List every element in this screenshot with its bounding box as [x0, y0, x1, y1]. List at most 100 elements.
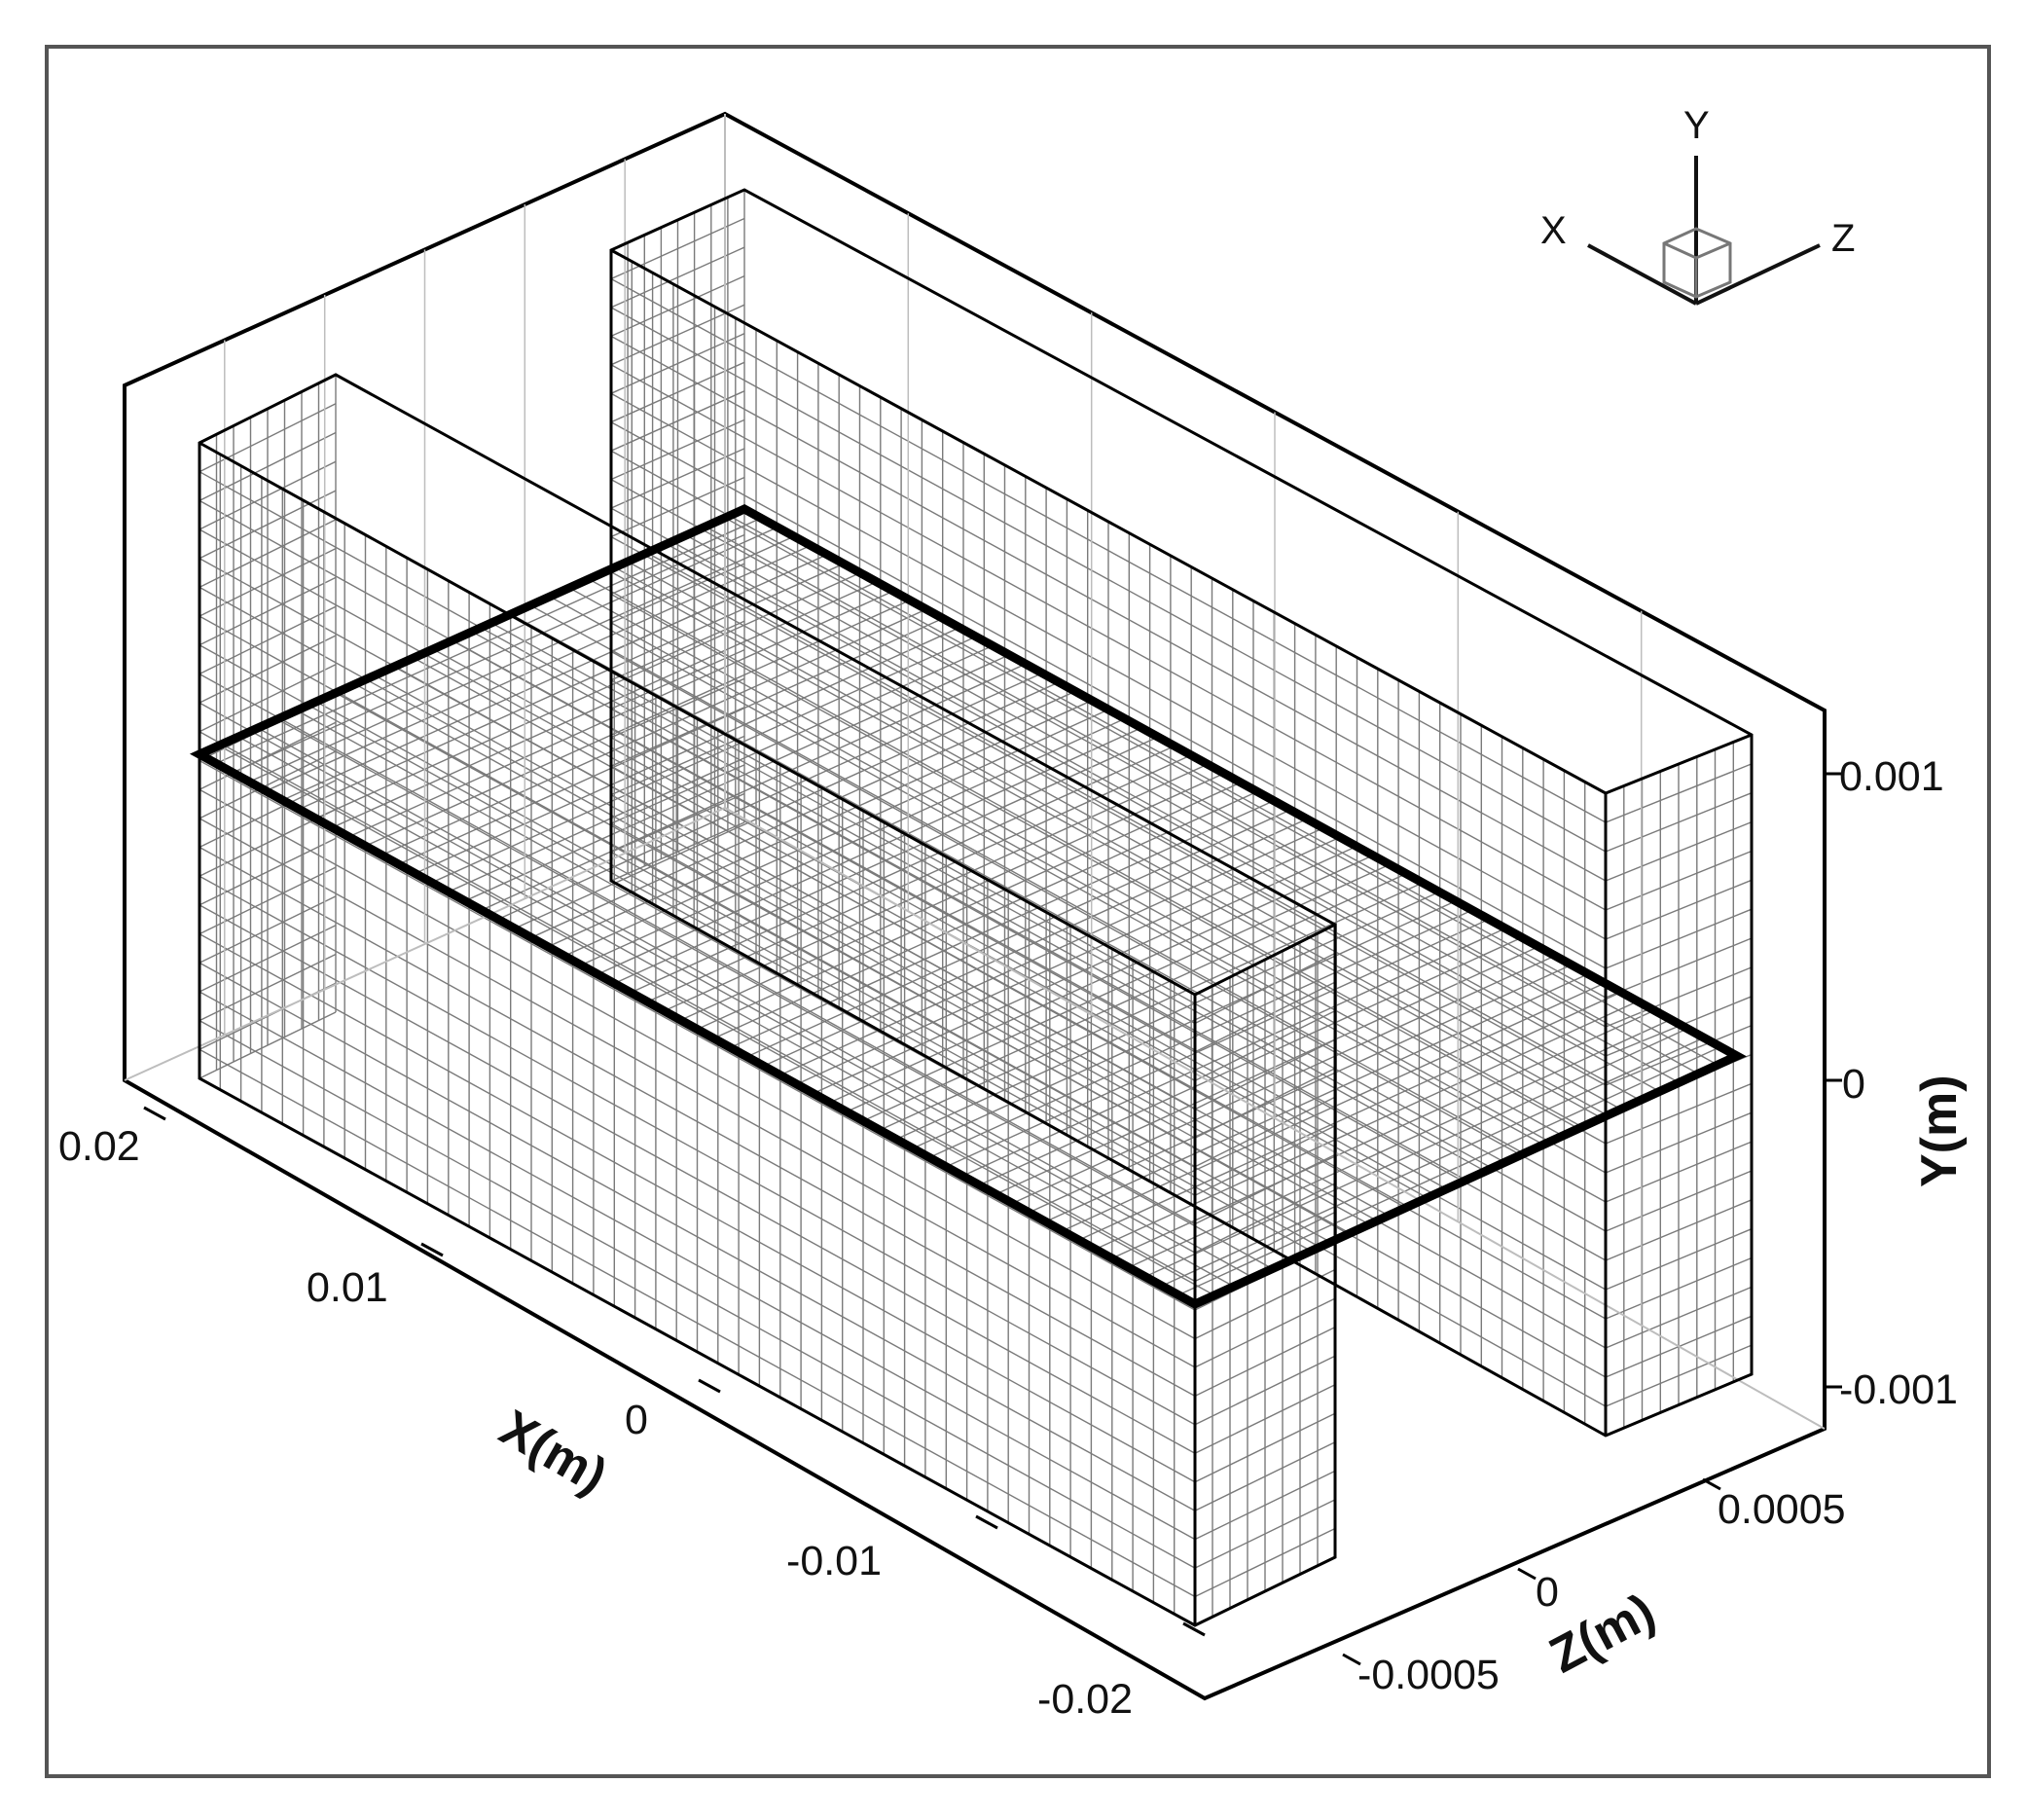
mesh-line: [199, 837, 337, 906]
y-tick-label: 0.001: [1839, 753, 1944, 800]
mesh-line: [1194, 1499, 1336, 1569]
mesh-line: [199, 875, 1196, 1426]
mesh-line: [1605, 1228, 1753, 1291]
mesh-line: [199, 788, 1196, 1340]
mesh-line: [199, 528, 1196, 1082]
mesh-line: [666, 543, 1660, 1093]
mesh-grid: [199, 189, 1753, 1626]
mesh-line: [1194, 1125, 1336, 1196]
mesh-line: [199, 953, 337, 1022]
mesh-line: [724, 517, 1718, 1066]
triad-x-label: X: [1540, 209, 1567, 252]
lower-block-outline: [198, 373, 1337, 1627]
mesh-line: [610, 335, 1607, 882]
mesh-line: [610, 277, 1607, 823]
mesh-line: [610, 793, 1607, 1349]
mesh-line: [374, 674, 1370, 1225]
x-tick-label: 0.02: [58, 1123, 140, 1170]
mesh-line: [1605, 1141, 1753, 1203]
mesh-line: [199, 818, 1196, 1368]
mesh-line: [1605, 763, 1753, 823]
mesh-line: [610, 304, 745, 366]
mesh-line: [354, 683, 1351, 1234]
triad-z-axis: [1695, 243, 1821, 306]
mesh-line: [1194, 981, 1336, 1053]
mesh-line: [1605, 820, 1753, 882]
mesh-line: [610, 593, 1607, 1145]
mesh-line: [199, 615, 1196, 1168]
mesh-line: [610, 564, 1607, 1115]
mesh-line: [1605, 937, 1753, 999]
mesh-line: [199, 759, 1196, 1311]
mesh-line: [610, 737, 1607, 1291]
mesh-line: [610, 476, 745, 538]
mesh-line: [610, 333, 745, 394]
z-tick-mark: [1342, 1653, 1361, 1666]
mesh-line: [199, 866, 337, 935]
mesh-line: [199, 519, 337, 589]
upper-block-edge: [1605, 733, 1753, 795]
mesh-line: [199, 932, 1196, 1483]
mesh-line: [199, 664, 337, 733]
mesh-line: [257, 727, 1254, 1279]
mesh-line: [1194, 1527, 1336, 1598]
mesh-line: [1194, 1183, 1336, 1254]
mesh-line: [627, 561, 1621, 1110]
x-tick-label: -0.01: [786, 1538, 882, 1584]
figure-frame: [45, 45, 1991, 1778]
mesh-line: [610, 507, 1607, 1057]
mid-plane: [189, 503, 1747, 1310]
mesh-line: [1194, 1038, 1336, 1110]
x-tick-mark: [420, 1242, 444, 1257]
mesh-line: [199, 490, 337, 560]
mesh-line: [276, 718, 1273, 1270]
x-tick-label: -0.02: [1037, 1676, 1133, 1723]
y-axis-title: Y(m): [1911, 1074, 1968, 1187]
triad-z-label: Z: [1831, 217, 1855, 260]
mesh-line: [218, 745, 1215, 1296]
mesh-line: [1605, 879, 1753, 940]
orientation-triad: [1587, 156, 1821, 306]
mesh-line: [610, 679, 1607, 1232]
mesh-line: [199, 731, 1196, 1283]
y-tick-label: 0: [1842, 1061, 1865, 1108]
z-tick-label: 0: [1536, 1569, 1559, 1616]
mesh-line: [610, 421, 1607, 969]
mesh-line: [1194, 1441, 1336, 1511]
bounding-box: [123, 111, 1827, 1701]
x-axis-title: X(m): [490, 1400, 616, 1505]
mesh-line: [1605, 1256, 1753, 1320]
mesh-line: [1605, 1344, 1753, 1407]
mesh-line: [1194, 1268, 1336, 1340]
mesh-line: [471, 631, 1466, 1182]
triad-x-axis: [1587, 243, 1697, 306]
mesh-line: [199, 925, 337, 993]
mesh-line: [610, 390, 745, 452]
mesh-line: [199, 962, 1196, 1511]
mesh-line: [610, 535, 1607, 1086]
mesh-line: [588, 578, 1583, 1128]
x-tick-mark: [1182, 1621, 1206, 1637]
mesh-line: [610, 708, 1607, 1261]
mesh-line: [1194, 1096, 1336, 1168]
mesh-line: [610, 448, 745, 509]
lower-block-edge: [1194, 923, 1336, 997]
mesh-line: [199, 702, 1196, 1254]
mesh-line: [199, 576, 337, 646]
mesh-line: [646, 552, 1641, 1102]
upper-block-edge: [610, 248, 1607, 795]
mesh-line: [490, 622, 1486, 1173]
mesh-line: [199, 780, 337, 849]
mesh-line: [610, 563, 745, 624]
mesh-line: [199, 635, 337, 704]
mesh-line: [199, 471, 1196, 1025]
mesh-line: [199, 460, 337, 530]
mesh-line: [1194, 1153, 1336, 1225]
mesh-line: [199, 991, 1196, 1541]
mesh-line: [199, 904, 1196, 1454]
mesh-line: [610, 419, 745, 481]
mesh-line: [199, 721, 337, 790]
upper-block-outline: [609, 188, 1754, 1438]
